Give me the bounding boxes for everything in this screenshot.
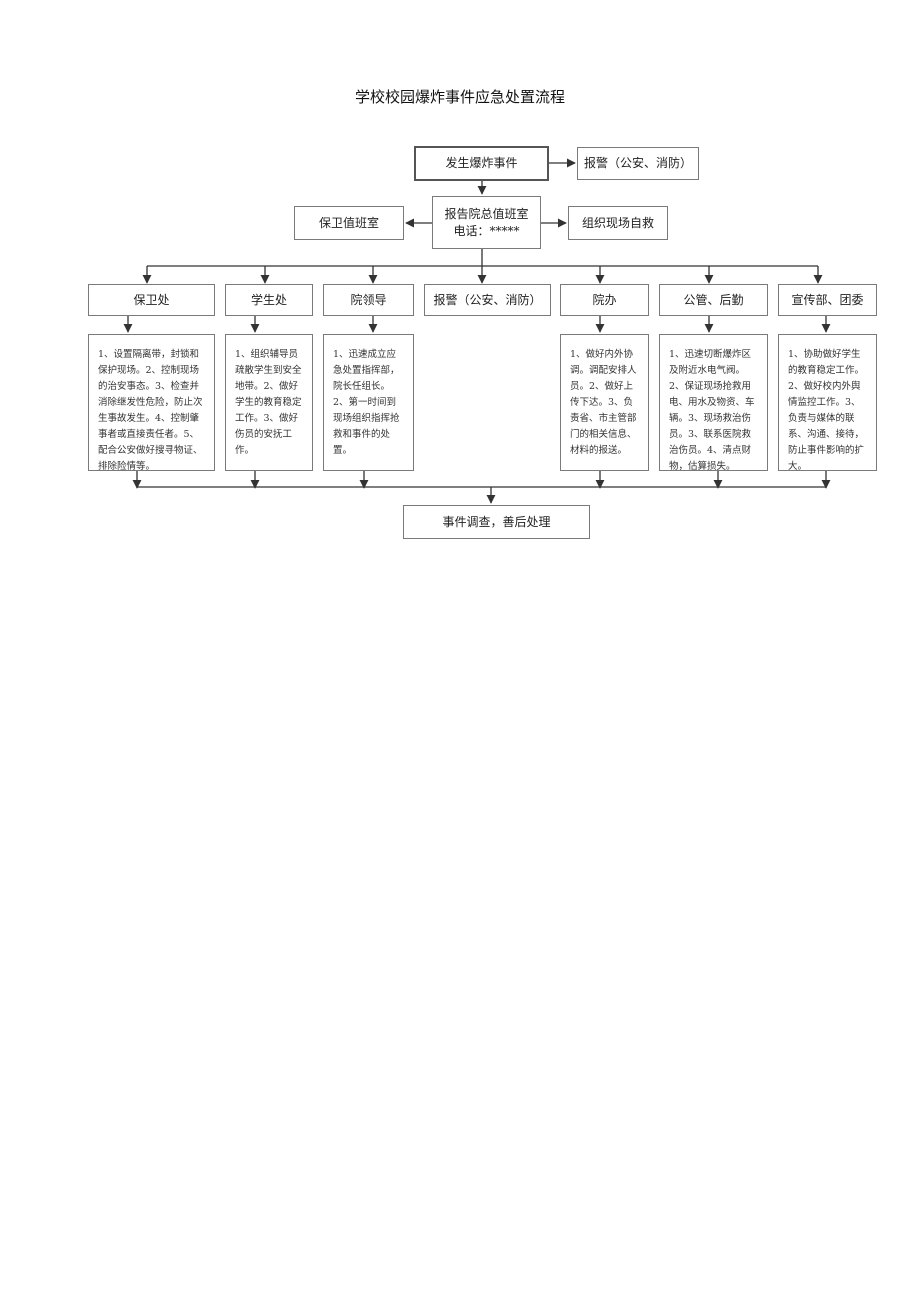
detail-text: 1、迅速切断爆炸区及附近水电气阀。2、保证现场抢救用电、用水及物资、车辆。3、现… [669,349,755,472]
detail-text: 1、迅速成立应急处置指挥部，院长任组长。2、第一时间到现场组织指挥抢救和事件的处… [333,349,400,456]
report-line2: 电话：***** [453,223,520,238]
security-duty-label: 保卫值班室 [318,215,379,230]
dept-box-logistics: 公管、后勤 [659,284,768,316]
dept-box-alarm: 报警（公安、消防） [424,284,551,316]
start-event-box: 发生爆炸事件 [414,146,549,181]
alarm-top-label: 报警（公安、消防） [583,156,692,170]
start-event-label: 发生爆炸事件 [445,156,518,170]
dept-label: 院办 [592,292,617,307]
detail-box-student: 1、组织辅导员疏散学生到安全地带。2、做好学生的教育稳定工作。3、做好伤员的安抚… [225,334,313,471]
dept-box-publicity: 宣传部、团委 [778,284,877,316]
detail-box-leadership: 1、迅速成立应急处置指挥部，院长任组长。2、第一时间到现场组织指挥抢救和事件的处… [323,334,414,471]
dept-box-security: 保卫处 [88,284,215,316]
detail-box-publicity: 1、协助做好学生的教育稳定工作。2、做好校内外舆情监控工作。3、负责与媒体的联系… [778,334,877,472]
dept-label: 院领导 [350,292,387,307]
detail-text: 1、做好内外协调。调配安排人员。2、做好上传下达。3、负责省、市主管部门的相关信… [570,349,637,456]
dept-label: 报警（公安、消防） [433,292,542,307]
detail-box-office: 1、做好内外协调。调配安排人员。2、做好上传下达。3、负责省、市主管部门的相关信… [560,334,649,471]
dept-box-office: 院办 [560,284,649,316]
self-rescue-label: 组织现场自救 [581,215,654,230]
detail-text: 1、组织辅导员疏散学生到安全地带。2、做好学生的教育稳定工作。3、做好伤员的安抚… [235,349,302,456]
dept-label: 学生处 [250,292,287,307]
detail-box-security: 1、设置隔离带，封锁和保护现场。2、控制现场的治安事态。3、检查并消除继发性危险… [88,334,215,472]
dept-label: 保卫处 [133,292,170,307]
detail-box-logistics: 1、迅速切断爆炸区及附近水电气阀。2、保证现场抢救用电、用水及物资、车辆。3、现… [659,334,768,472]
detail-text: 1、协助做好学生的教育稳定工作。2、做好校内外舆情监控工作。3、负责与媒体的联系… [788,349,865,472]
dept-box-student: 学生处 [225,284,313,316]
dept-label: 宣传部、团委 [791,292,864,307]
self-rescue-box: 组织现场自救 [568,206,668,240]
dept-box-leadership: 院领导 [323,284,414,316]
page-title: 学校校园爆炸事件应急处置流程 [354,88,565,106]
final-label: 事件调查，善后处理 [442,514,551,529]
report-line1: 报告院总值班室 [444,206,529,221]
dept-label: 公管、后勤 [683,292,744,307]
final-box: 事件调查，善后处理 [403,505,590,539]
detail-text: 1、设置隔离带，封锁和保护现场。2、控制现场的治安事态。3、检查并消除继发性危险… [98,349,203,472]
alarm-top-box: 报警（公安、消防） [577,147,699,180]
report-box: 报告院总值班室 电话：***** [432,196,541,249]
security-duty-box: 保卫值班室 [294,206,404,240]
